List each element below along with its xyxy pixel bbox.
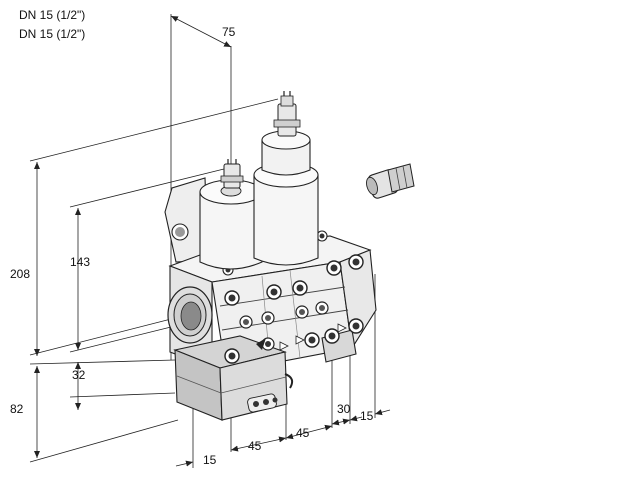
dim-label-45-a: 45 xyxy=(248,439,262,453)
connection-size-label: DN 15 (1/2") xyxy=(19,8,86,22)
dim-label-208: 208 xyxy=(10,267,30,281)
connection-size-label-2: DN 15 (1/2") xyxy=(19,27,86,41)
dim-label-143: 143 xyxy=(70,255,90,269)
dim-label-32: 32 xyxy=(72,368,86,382)
dim-label-15-base: 15 xyxy=(203,453,217,467)
screws xyxy=(222,230,364,364)
dim-label-45-b: 45 xyxy=(296,426,310,440)
cable-gland xyxy=(366,163,415,199)
dim-label-82: 82 xyxy=(10,402,24,416)
dim-label-30: 30 xyxy=(337,402,351,416)
dimension-lines xyxy=(29,14,391,468)
dimension-labels: 75 208 143 32 82 15 45 45 30 15 xyxy=(10,25,374,467)
dim-label-75: 75 xyxy=(222,25,236,39)
dim-label-15-right: 15 xyxy=(360,409,374,423)
valve-body xyxy=(164,91,377,421)
